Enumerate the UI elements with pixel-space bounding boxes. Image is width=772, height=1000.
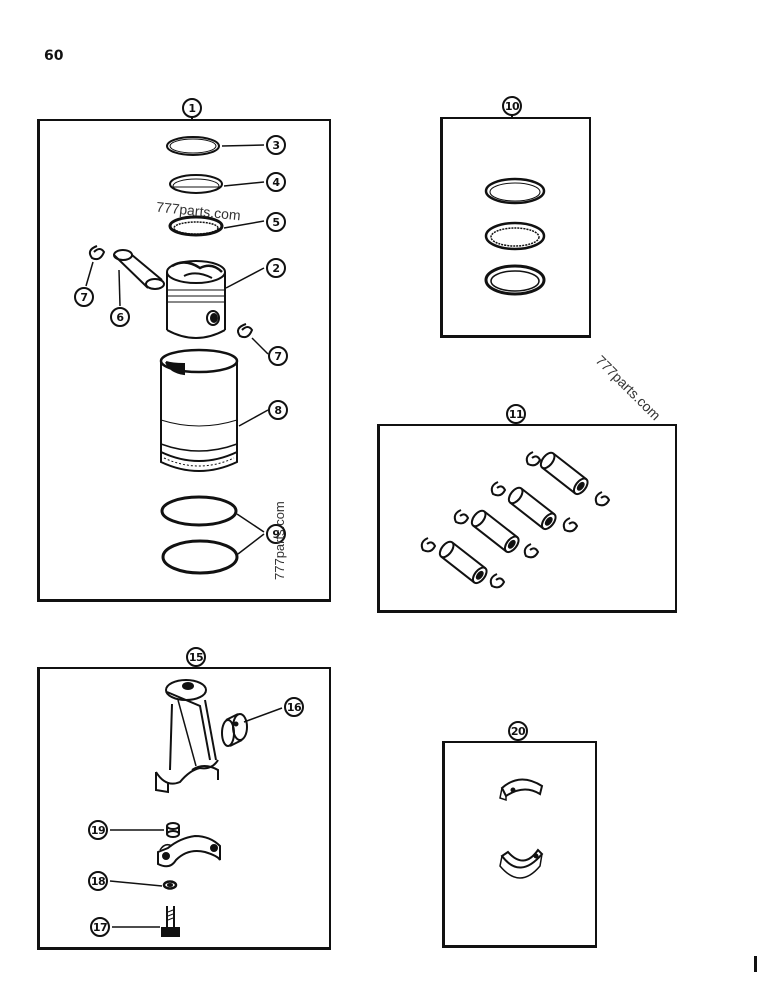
o-ring-9-lower [161,539,239,575]
callout-5[interactable]: 5 [266,212,286,232]
callout-2[interactable]: 2 [266,258,286,278]
callout-19[interactable]: 19 [88,820,108,840]
piston-ring-5 [168,215,224,237]
callout-9[interactable]: 9 [266,524,286,544]
piston-pin-6 [113,249,165,290]
callout-4[interactable]: 4 [266,172,286,192]
edge-mark [754,956,757,972]
washer-18 [162,880,178,890]
bearing-shell-20-upper [499,778,544,802]
callout-6[interactable]: 6 [110,307,130,327]
group-15-leaders [109,707,283,928]
cylinder-sleeve-8 [159,348,239,472]
callout-7-left[interactable]: 7 [74,287,94,307]
connecting-rod-15 [155,679,219,794]
o-ring-9-upper [160,495,238,527]
retaining-clip-7-left [88,245,106,261]
callout-11[interactable]: 11 [506,404,526,424]
callout-16[interactable]: 16 [284,697,304,717]
piston-ring-4 [169,174,223,194]
callout-7-right[interactable]: 7 [268,346,288,366]
group-10-panel [440,117,591,338]
watermark-vertical: 777parts.com [272,501,287,580]
group-1-leaders [85,144,269,555]
callout-18[interactable]: 18 [88,871,108,891]
callout-17[interactable]: 17 [90,917,110,937]
bolt-17 [161,906,180,937]
rod-cap [157,834,221,868]
dowel-19 [166,822,180,838]
piston-ring-3 [166,136,220,156]
bushing-16 [221,713,248,747]
piston-pin-set-11 [420,451,611,589]
callout-8[interactable]: 8 [268,400,288,420]
group-15-panel [37,667,331,950]
callout-1[interactable]: 1 [182,98,202,118]
piston-ring-set-10 [484,177,546,296]
callout-10[interactable]: 10 [502,96,522,116]
callout-15[interactable]: 15 [186,647,206,667]
bearing-shell-20-lower [499,848,544,879]
page-number: 60 [44,48,64,64]
group-20-panel [442,741,597,948]
piston-2 [166,260,226,339]
callout-20[interactable]: 20 [508,721,528,741]
callout-3[interactable]: 3 [266,135,286,155]
retaining-clip-7-right [237,323,254,339]
